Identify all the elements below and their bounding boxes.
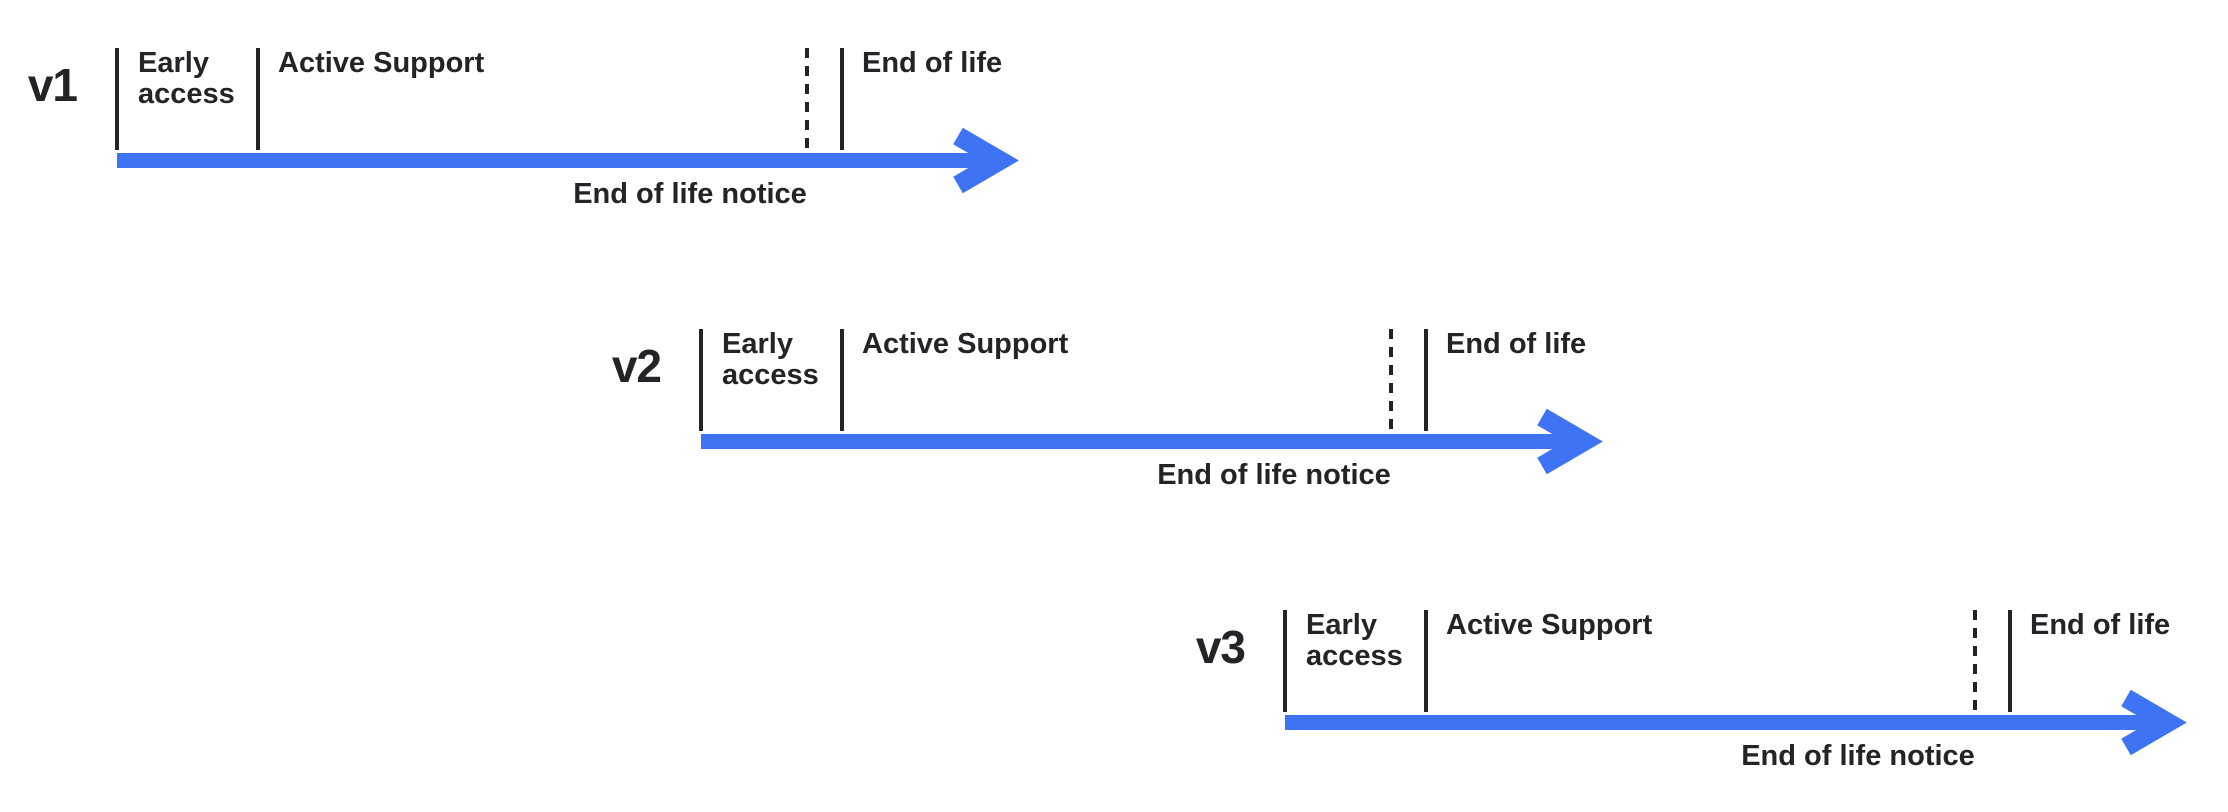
end-of-life-label: End of life xyxy=(862,47,1003,79)
early-access-start-tick xyxy=(1283,610,1287,712)
early-access-label: Early access xyxy=(722,328,819,391)
arrowhead-icon xyxy=(1537,408,1603,475)
arrowhead-icon xyxy=(953,127,1019,194)
end-of-life-notice-label: End of life notice xyxy=(1157,459,1391,491)
timeline-arrow xyxy=(1285,689,2187,756)
end-of-life-tick xyxy=(840,48,844,150)
early-access-label: Early access xyxy=(138,47,235,110)
end-of-life-tick xyxy=(1424,329,1428,431)
arrowhead-icon xyxy=(2121,689,2187,756)
version-label: v2 xyxy=(611,340,662,392)
eol-notice-dashed-line xyxy=(1973,610,1977,712)
timeline-bar xyxy=(1285,715,2153,730)
active-support-start-tick xyxy=(1424,610,1428,712)
eol-notice-dashed-line xyxy=(805,48,809,150)
active-support-start-tick xyxy=(840,329,844,431)
early-access-start-tick xyxy=(115,48,119,150)
active-support-label: Active Support xyxy=(1446,609,1653,641)
end-of-life-notice-label: End of life notice xyxy=(573,178,807,210)
timeline-bar xyxy=(701,434,1569,449)
timeline-row-v1: v1 Early access Active Support End of li… xyxy=(28,47,1067,238)
end-of-life-label: End of life xyxy=(1446,328,1587,360)
active-support-label: Active Support xyxy=(278,47,485,79)
timeline-row-v2: v2 Early access Active Support End of li… xyxy=(612,328,1651,519)
timeline-row-v3: v3 Early access Active Support End of li… xyxy=(1196,609,2228,800)
active-support-label: Active Support xyxy=(862,328,1069,360)
eol-notice-dashed-line xyxy=(1389,329,1393,431)
version-label: v1 xyxy=(27,59,78,111)
timeline-bar xyxy=(117,153,985,168)
timeline-arrow xyxy=(117,127,1019,194)
early-access-label: Early access xyxy=(1306,609,1403,672)
end-of-life-notice-label: End of life notice xyxy=(1741,740,1975,772)
active-support-start-tick xyxy=(256,48,260,150)
end-of-life-tick xyxy=(2008,610,2012,712)
end-of-life-label: End of life xyxy=(2030,609,2171,641)
early-access-start-tick xyxy=(699,329,703,431)
version-label: v3 xyxy=(1195,621,1246,673)
timeline-arrow xyxy=(701,408,1603,475)
